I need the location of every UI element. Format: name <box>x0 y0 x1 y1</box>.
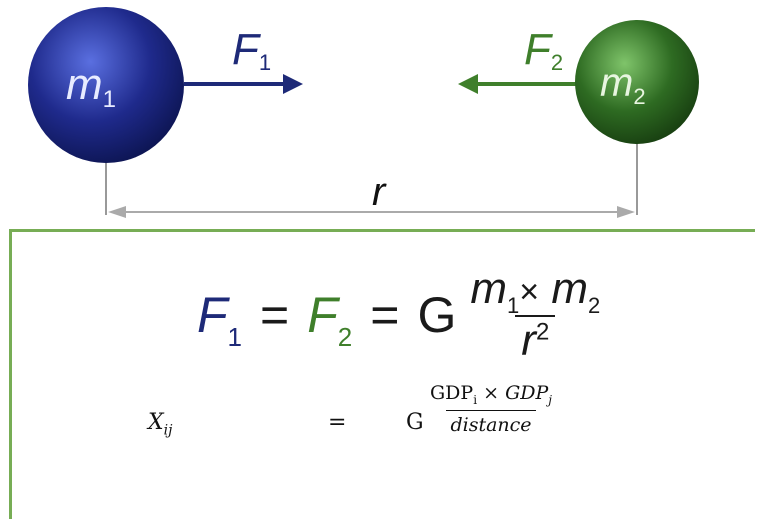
mass2-sphere <box>575 20 699 144</box>
eq1-equals-2: = <box>370 287 400 343</box>
force2-arrow-head-icon <box>458 74 478 94</box>
mass2-label: m2 <box>600 61 646 109</box>
eq2-numerator: GDPi × GDPj <box>430 382 552 407</box>
eq1-f1: F1 <box>197 287 243 352</box>
eq1-equals-1: = <box>260 287 290 343</box>
eq2-lhs: Xij <box>148 410 173 439</box>
newton-gravity-equation: F1 = F2 = G m1× m2 r2 <box>197 267 606 363</box>
formula-box: F1 = F2 = G m1× m2 r2 Xij = G GDPi × GDP… <box>9 229 755 519</box>
eq1-gravitational-constant: G <box>417 287 457 343</box>
eq2-equals: = <box>328 410 347 435</box>
mass1-label: m1 <box>66 60 116 113</box>
force1-label: F1 <box>232 25 271 75</box>
force1-arrow-head-icon <box>283 74 303 94</box>
mass1-sphere <box>28 7 184 163</box>
eq2-constant: G <box>406 410 424 435</box>
gravity-diagram: r m1 F1 F2 m2 <box>28 7 699 218</box>
distance-arrow-right-icon <box>617 206 635 218</box>
eq2-fraction: GDPi × GDPj distance <box>426 382 556 436</box>
eq1-numerator: m1× m2 <box>470 264 601 318</box>
distance-arrow-left-icon <box>108 206 126 218</box>
distance-label: r <box>372 170 387 214</box>
eq1-denominator: r2 <box>515 315 556 363</box>
force2-label: F2 <box>524 25 563 75</box>
eq1-fraction: m1× m2 r2 <box>464 267 606 363</box>
trade-gravity-equation: Xij = G GDPi × GDPj distance <box>12 382 758 472</box>
eq2-denominator: distance <box>446 409 536 436</box>
eq1-f2: F2 <box>307 287 353 352</box>
